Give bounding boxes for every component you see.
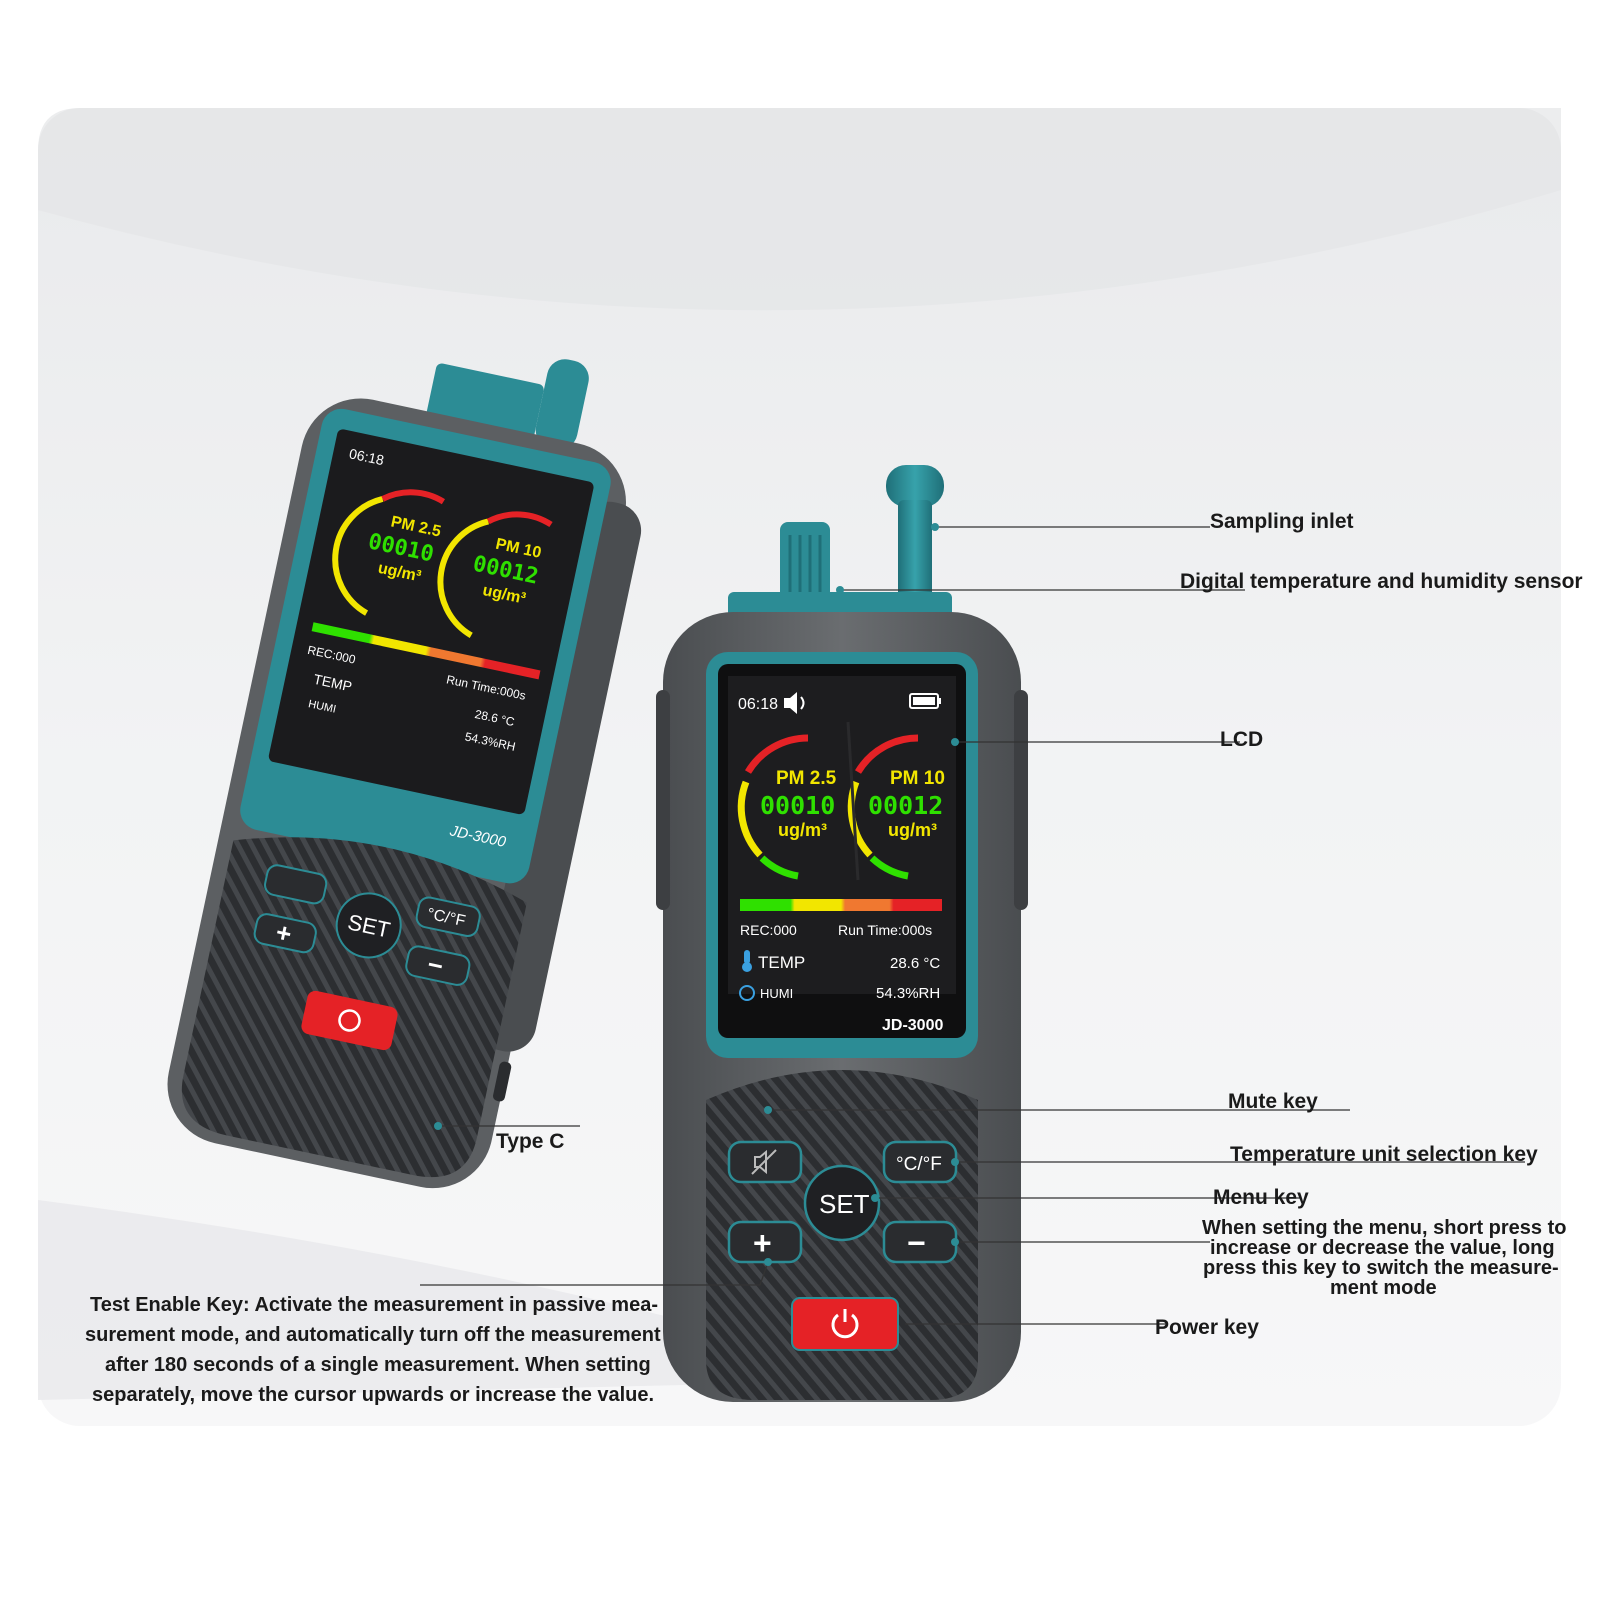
plus-key-angled	[253, 913, 317, 954]
callout-test-enable-key: Test Enable Key: Activate the measuremen…	[85, 1294, 661, 1406]
temp-label: TEMP	[758, 953, 805, 972]
pm10-gauge-green	[869, 855, 909, 880]
pm25-value: 00010	[760, 791, 835, 820]
callout-plus-minus-line: When setting the menu, short press to	[1202, 1217, 1566, 1239]
pm10-unit: ug/m³	[888, 820, 937, 840]
callout-plus-minus-line: ment mode	[1330, 1277, 1437, 1299]
level-bar-angled	[311, 622, 541, 680]
callout-test-enable-line: surement mode, and automatically turn of…	[85, 1324, 661, 1346]
model-name: JD-3000	[882, 1017, 943, 1034]
callout-menu-key: Menu key	[1213, 1186, 1309, 1209]
pm25-unit: ug/m³	[778, 820, 827, 840]
callout-power-key: Power key	[1155, 1316, 1259, 1339]
right-grip	[1014, 690, 1028, 910]
set-key-label: SET	[819, 1189, 870, 1219]
screen-time-angled: 06:18	[348, 445, 386, 468]
callout-lines	[420, 526, 1525, 1325]
screen-time: 06:18	[738, 696, 778, 713]
temp-unit-key-label: °C/°F	[896, 1154, 942, 1175]
pm10-gauge-red	[854, 734, 919, 774]
record-count: REC:000	[740, 922, 797, 938]
callout-temp-unit-key: Temperature unit selection key	[1230, 1143, 1538, 1166]
set-key-angled	[335, 892, 402, 959]
pm10-value: 00012	[868, 791, 943, 820]
usb-c-port	[493, 1061, 512, 1102]
battery-icon	[909, 693, 941, 709]
mute-key-angled	[264, 864, 328, 905]
sampling-inlet	[886, 465, 944, 507]
unit-key-angled	[415, 896, 481, 937]
pm25-gauge-green	[759, 855, 799, 880]
air-quality-level-bar	[740, 899, 942, 911]
left-grip	[656, 690, 670, 910]
callout-dots	[434, 523, 959, 1266]
sensor-cap	[780, 522, 830, 602]
callout-mute-key: Mute key	[1228, 1090, 1318, 1113]
background-swoosh	[38, 108, 1561, 311]
pm25-gauge-angled	[332, 496, 384, 616]
callout-test-enable-line: separately, move the cursor upwards or i…	[92, 1384, 654, 1406]
humi-label-angled: HUMI	[307, 698, 337, 716]
sampling-inlet-stem	[898, 500, 932, 600]
plus-key-label-angled: +	[273, 917, 294, 950]
plus-key-label: +	[753, 1225, 772, 1261]
callout-type-c: Type C	[496, 1130, 564, 1153]
pm25-gauge-yellow	[737, 780, 763, 858]
run-time: Run Time:000s	[838, 922, 932, 938]
callout-plus-minus-key: When setting the menu, short press to in…	[1202, 1217, 1566, 1299]
lcd-display-area	[728, 676, 956, 994]
sensor-base	[728, 592, 952, 618]
pm25-gauge-top-angled	[381, 489, 445, 505]
callout-sensor: Digital temperature and humidity sensor	[1180, 570, 1583, 593]
device-angled-view: 06:18 PM 2.5 00010 ug/m³ PM 10 00012 ug/…	[167, 359, 642, 1189]
power-icon-angled	[338, 1009, 361, 1032]
pm10-gauge-top-angled	[486, 511, 553, 528]
callout-test-enable-line: after 180 seconds of a single measuremen…	[105, 1354, 651, 1376]
screen-divider	[846, 721, 860, 881]
pm10-label: PM 10	[890, 768, 945, 789]
minus-key-label-angled: −	[425, 949, 446, 982]
sampling-inlet-angled	[535, 359, 589, 450]
pm10-gauge-angled	[437, 518, 489, 638]
thermometer-icon	[742, 950, 752, 972]
pm25-gauge-red	[744, 734, 809, 774]
humi-label: HUMI	[760, 986, 793, 1001]
minus-key-label: −	[907, 1225, 926, 1261]
power-icon	[831, 1309, 859, 1339]
temp-label-angled: TEMP	[312, 671, 353, 695]
set-key	[803, 1164, 881, 1242]
humi-value: 54.3%RH	[876, 985, 940, 1002]
minus-key-angled	[405, 945, 471, 986]
pm25-label: PM 2.5	[776, 768, 837, 789]
lcd-angled	[268, 429, 594, 815]
callout-sampling-inlet: Sampling inlet	[1210, 510, 1354, 533]
power-key-angled	[301, 990, 398, 1051]
mute-icon	[751, 1149, 777, 1175]
power-key	[791, 1297, 899, 1351]
temp-value: 28.6 °C	[890, 955, 940, 972]
callout-plus-minus-line: increase or decrease the value, long	[1210, 1237, 1555, 1259]
callout-plus-minus-line: press this key to switch the measure-	[1203, 1257, 1559, 1279]
speaker-icon	[784, 692, 805, 714]
device-front-view: 06:18 PM 2.5 00010 ug/m³ PM 10 00012 ug/…	[656, 465, 1028, 1402]
humidity-icon	[739, 985, 755, 1001]
sensor-vents	[788, 535, 822, 595]
callout-test-enable-line: Test Enable Key: Activate the measuremen…	[90, 1294, 658, 1316]
callout-lcd: LCD	[1220, 728, 1263, 751]
